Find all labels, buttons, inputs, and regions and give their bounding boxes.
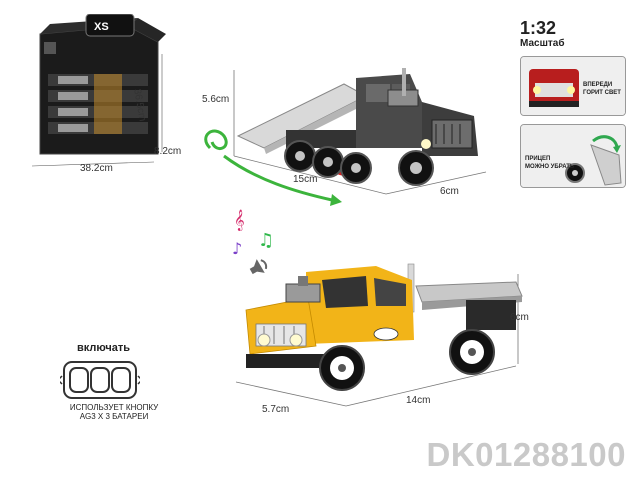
- lights-caption-line2: ГОРИТ СВЕТ: [583, 90, 621, 96]
- battery-switch-icon: [60, 361, 140, 399]
- switch-note-line2: AG3 X 3 БАТАРЕИ: [79, 412, 149, 421]
- box-shelf-rows: [48, 74, 148, 134]
- display-box-illustration: [31, 14, 166, 167]
- lights-inset: ВПЕРЕДИ ГОРИТ СВЕТ: [520, 56, 626, 116]
- trailer-caption-line1: ПРИЦЕП: [525, 156, 551, 162]
- svg-text:♪: ♪: [232, 239, 242, 258]
- box-width-label: 38.2cm: [80, 163, 113, 174]
- box-height-label: 8.2cm: [154, 146, 182, 157]
- yellow-truck-length-label: 14cm: [406, 395, 431, 406]
- svg-text:♫: ♫: [258, 230, 274, 251]
- trailer-inset: ПРИЦЕП МОЖНО УБРАТЬ: [520, 124, 626, 188]
- yellow-truck-height-label: 6cm: [510, 312, 529, 323]
- switch-note-line1: ИСПОЛЬЗУЕТ КНОПКУ: [69, 403, 159, 412]
- sku-code: DK01288100: [426, 436, 626, 473]
- box-logo: XS: [94, 21, 109, 33]
- gray-truck-length-label: 15cm: [293, 174, 318, 185]
- scale-label: Масштаб: [520, 38, 565, 49]
- yellow-truck-width-label: 5.7cm: [262, 404, 290, 415]
- music-notes-icon: 𝄞 ♪ ♫: [232, 210, 274, 258]
- trailer-detach-image: [521, 125, 625, 187]
- switch-note: ИСПОЛЬЗУЕТ КНОПКУ AG3 X 3 БАТАРЕИ: [64, 403, 164, 421]
- scale-value: 1:32: [520, 18, 557, 38]
- lights-caption-line1: ВПЕРЕДИ: [583, 82, 613, 88]
- trailer-caption-line2: МОЖНО УБРАТЬ: [525, 164, 575, 170]
- gray-truck-illustration: [204, 68, 487, 206]
- gray-truck-height-label: 5.6cm: [202, 94, 230, 105]
- switch-title: включать: [77, 342, 131, 354]
- svg-text:𝄞: 𝄞: [234, 210, 245, 231]
- yellow-truck-illustration: [235, 263, 523, 407]
- gray-truck-width-label: 6cm: [440, 186, 459, 197]
- speaker-icon: [249, 259, 268, 275]
- red-truck-front-image: [521, 57, 625, 115]
